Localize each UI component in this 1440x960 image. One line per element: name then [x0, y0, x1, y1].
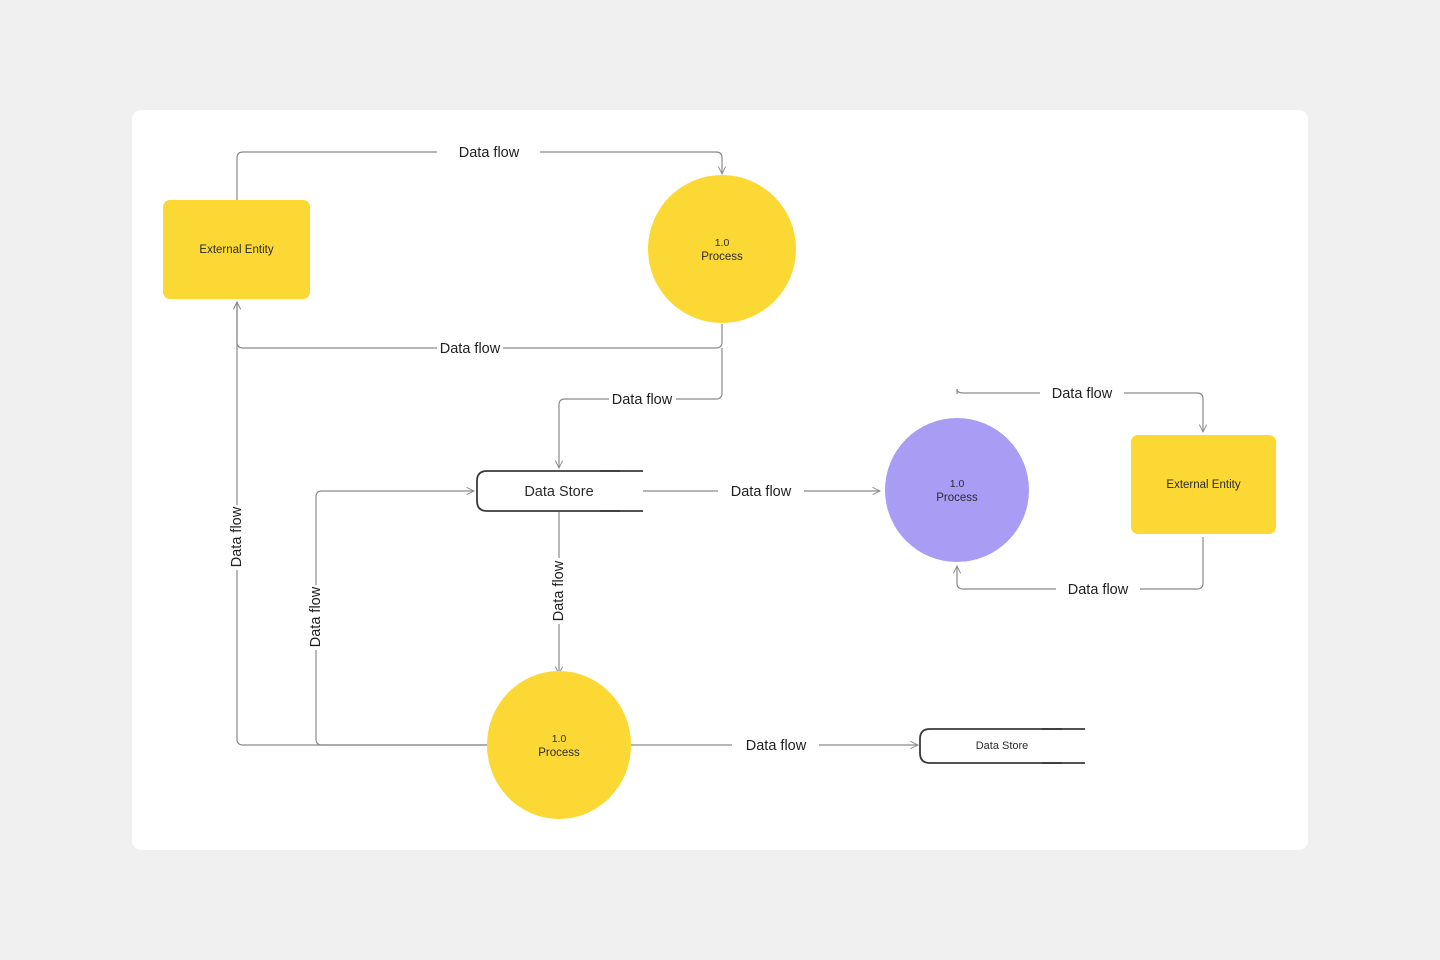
process-top-shape: [648, 175, 796, 323]
edge-flow-3-path: [559, 348, 723, 468]
external-entity-left-label: External Entity: [199, 244, 273, 256]
edge-flow-10[interactable]: Data flow: [308, 491, 487, 746]
node-external-entity-right[interactable]: External Entity: [1131, 435, 1276, 534]
external-entity-right-label: External Entity: [1166, 479, 1240, 491]
edge-flow-10-path: [315, 491, 487, 746]
external-entity-left-shape: [163, 200, 310, 299]
edge-flow-8[interactable]: Data flow: [631, 738, 918, 754]
node-external-entity-left[interactable]: External Entity: [163, 200, 310, 299]
edge-flow-1[interactable]: Data flow: [236, 145, 722, 200]
process-purple-shape: [885, 418, 1029, 562]
process-top-name: Process: [701, 251, 743, 263]
data-store-middle-label: Data Store: [524, 484, 593, 500]
edge-flow-3[interactable]: Data flow: [559, 348, 723, 468]
edge-flow-10-label: Data flow: [308, 586, 324, 647]
edge-flow-1-label: Data flow: [459, 145, 520, 161]
edge-flow-7[interactable]: Data flow: [551, 512, 567, 674]
data-store-middle-shape: [476, 470, 620, 512]
process-purple-number: 1.0: [950, 478, 965, 490]
edge-flow-3-label: Data flow: [612, 392, 673, 408]
edge-flow-2-label: Data flow: [440, 341, 501, 357]
node-data-store-middle[interactable]: Data Store: [476, 470, 643, 512]
process-bottom-name: Process: [538, 747, 580, 759]
edge-flow-6-path: [957, 537, 1204, 590]
edge-flow-6[interactable]: Data flow: [957, 537, 1204, 598]
node-process-purple[interactable]: 1.0 Process: [885, 418, 1029, 562]
edge-flow-1-path: [236, 151, 722, 200]
edge-flow-2[interactable]: Data flow: [237, 302, 723, 357]
process-top-number: 1.0: [715, 237, 730, 249]
edge-flow-9-label: Data flow: [229, 506, 245, 567]
process-bottom-shape: [487, 671, 631, 819]
edge-flow-7-label: Data flow: [551, 560, 567, 621]
edge-flow-5-path: [956, 388, 1203, 432]
data-store-bottom-label: Data Store: [976, 740, 1029, 752]
node-data-store-bottom[interactable]: Data Store: [919, 728, 1085, 764]
edge-flow-5-label: Data flow: [1052, 386, 1113, 402]
node-process-bottom[interactable]: 1.0 Process: [487, 671, 631, 819]
edge-flow-4[interactable]: Data flow: [643, 484, 880, 500]
edge-flow-4-label: Data flow: [731, 484, 792, 500]
process-bottom-number: 1.0: [552, 733, 567, 745]
edge-flow-8-label: Data flow: [746, 738, 807, 754]
process-purple-name: Process: [936, 492, 978, 504]
edge-flow-9[interactable]: Data flow: [229, 302, 487, 746]
edge-flow-6-label: Data flow: [1068, 582, 1129, 598]
edge-flow-5[interactable]: Data flow: [956, 386, 1203, 432]
data-store-bottom-shape: [919, 728, 1062, 764]
edge-flow-9-path: [237, 302, 487, 746]
node-process-top[interactable]: 1.0 Process: [648, 175, 796, 323]
external-entity-right-shape: [1131, 435, 1276, 534]
